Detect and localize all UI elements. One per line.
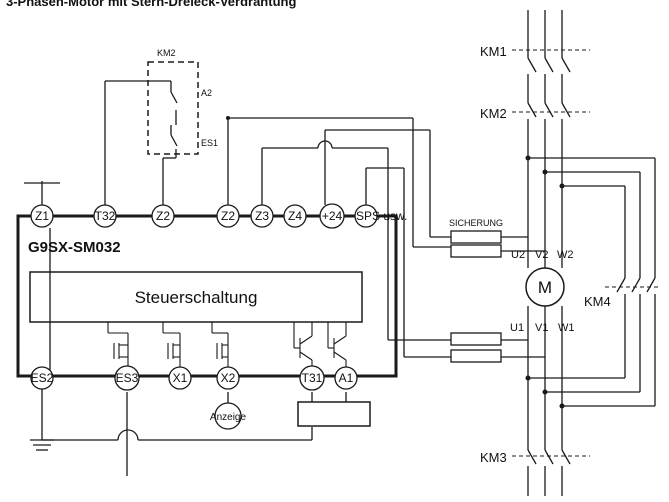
motor-label: M: [538, 278, 552, 297]
terminal-label-a1: A1: [339, 371, 354, 385]
contact-label-es1: ES1: [201, 138, 218, 148]
fuse-label: SICHERUNG: [449, 218, 503, 228]
motor-terminal-w2: W2: [557, 249, 574, 261]
terminal-label-z1: Z1: [35, 209, 49, 223]
terminal-x1: [168, 366, 192, 390]
relay-model-label: G9SX-SM032: [28, 239, 121, 256]
motor-terminal-w1: W1: [558, 322, 575, 334]
terminal-label-z2-left: Z2: [156, 209, 170, 223]
contactor-label-km3: KM3: [480, 450, 507, 465]
terminal-sps: [354, 204, 378, 228]
motor-terminal-v1: V1: [535, 322, 548, 334]
indicator-label: Anzeige: [210, 412, 247, 423]
motor-terminal-v2: V2: [535, 249, 548, 261]
terminal-es2: [30, 366, 54, 390]
terminal-z4: [283, 204, 307, 228]
indicator-lamp: [214, 402, 242, 430]
km2-contact-box: [147, 61, 199, 155]
contactor-label-km4: KM4: [584, 294, 611, 309]
terminal-t32: [93, 204, 117, 228]
terminal-x2: [216, 366, 240, 390]
terminal-label-x1: X1: [173, 371, 188, 385]
terminal-z1: [30, 204, 54, 228]
terminal-plus24: [319, 203, 345, 229]
terminal-es3: [114, 365, 140, 391]
km2-contact-box-label: KM2: [157, 48, 176, 58]
terminal-label-z3: Z3: [255, 209, 269, 223]
motor-terminal-u1: U1: [510, 322, 524, 334]
terminal-t31: [299, 365, 325, 391]
terminal-z2-left: [151, 204, 175, 228]
motor-symbol: [525, 267, 565, 307]
terminal-label-x2: X2: [221, 371, 236, 385]
terminal-label-plus24: +24: [322, 209, 343, 223]
control-circuit-box: [29, 271, 363, 323]
terminal-label-t31: T31: [302, 371, 323, 385]
contactor-label-km2: KM2: [480, 106, 507, 121]
terminal-label-z2-right: Z2: [221, 209, 235, 223]
relay-box-outline: [16, 214, 398, 378]
contact-label-a2: A2: [201, 88, 212, 98]
terminal-label-es2: ES2: [31, 371, 54, 385]
terminal-label-sps: SPS usw.: [356, 209, 407, 223]
terminal-label-z4: Z4: [288, 209, 302, 223]
contactor-label-km1: KM1: [480, 44, 507, 59]
terminal-z2-right: [216, 204, 240, 228]
diagram-title: 3-Phasen-Motor mit Stern-Dreieck-Verdrah…: [6, 0, 297, 9]
terminal-label-t32: T32: [95, 209, 116, 223]
motor-terminal-u2: U2: [511, 249, 525, 261]
terminal-label-es3: ES3: [116, 371, 139, 385]
terminal-a1: [334, 366, 358, 390]
control-circuit-label: Steuerschaltung: [135, 288, 258, 307]
terminal-z3: [250, 204, 274, 228]
